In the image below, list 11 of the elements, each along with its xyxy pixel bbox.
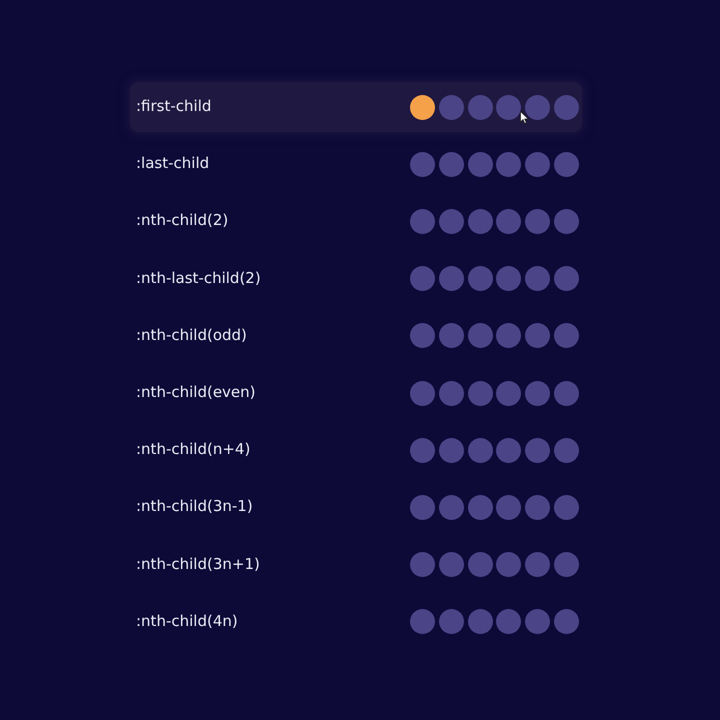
selector-label: :first-child [136, 96, 212, 116]
selector-label: :nth-child(3n+1) [136, 554, 260, 574]
selector-label: :nth-last-child(2) [136, 268, 261, 288]
selector-label: :nth-child(odd) [136, 324, 247, 345]
selector-label: :nth-child(n+4) [136, 439, 250, 460]
selector-label: :nth-child(2) [136, 210, 228, 230]
highlight-row [130, 82, 582, 132]
selector-label: :nth-child(4n) [136, 610, 238, 631]
selector-label: :nth-child(3n-1) [136, 496, 253, 516]
selector-label: :last-child [136, 153, 210, 174]
selector-label: :nth-child(even) [136, 382, 256, 402]
